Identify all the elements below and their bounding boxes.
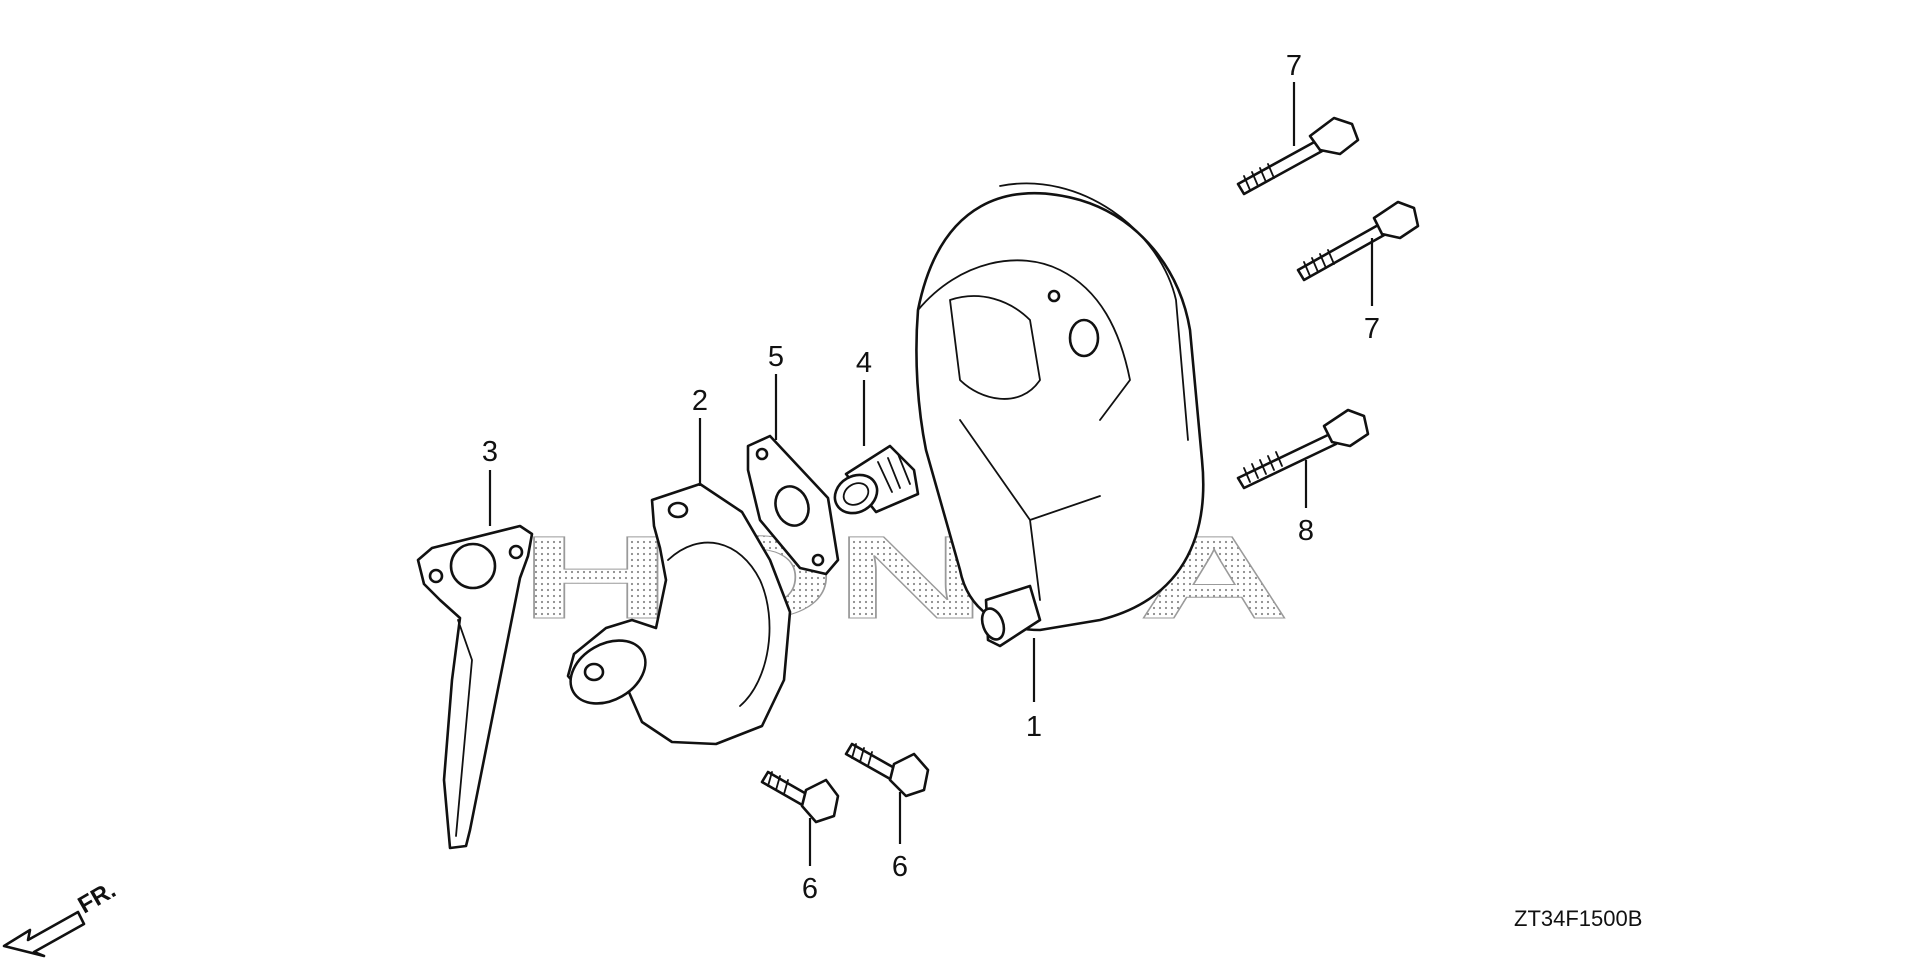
bolt-lower — [1236, 408, 1370, 490]
figure-code: ZT34F1500B — [1514, 906, 1642, 931]
callout-4: 4 — [856, 347, 872, 379]
muffler — [915, 182, 1205, 648]
long-bolt-top — [1236, 116, 1360, 196]
long-bolt-middle — [1296, 200, 1420, 282]
callout-6-right: 6 — [892, 851, 908, 883]
callout-7-middle: 7 — [1364, 313, 1380, 345]
front-direction-arrow-icon — [2, 910, 86, 958]
front-direction-label: FR. — [74, 876, 121, 919]
muffler-gasket — [746, 434, 840, 576]
exhaust-pipe — [566, 482, 792, 746]
callout-8: 8 — [1298, 515, 1314, 547]
spark-arrester — [833, 444, 920, 515]
muffler-stay — [416, 524, 534, 850]
callout-6-left: 6 — [802, 873, 818, 905]
flange-bolt-left — [760, 770, 840, 824]
callout-7-top: 7 — [1286, 50, 1302, 82]
flange-bolt-right — [844, 742, 930, 798]
callout-2: 2 — [692, 385, 708, 417]
callout-3: 3 — [482, 436, 498, 468]
callout-1: 1 — [1026, 711, 1042, 743]
leader-lines — [488, 82, 1374, 866]
callout-5: 5 — [768, 341, 784, 373]
